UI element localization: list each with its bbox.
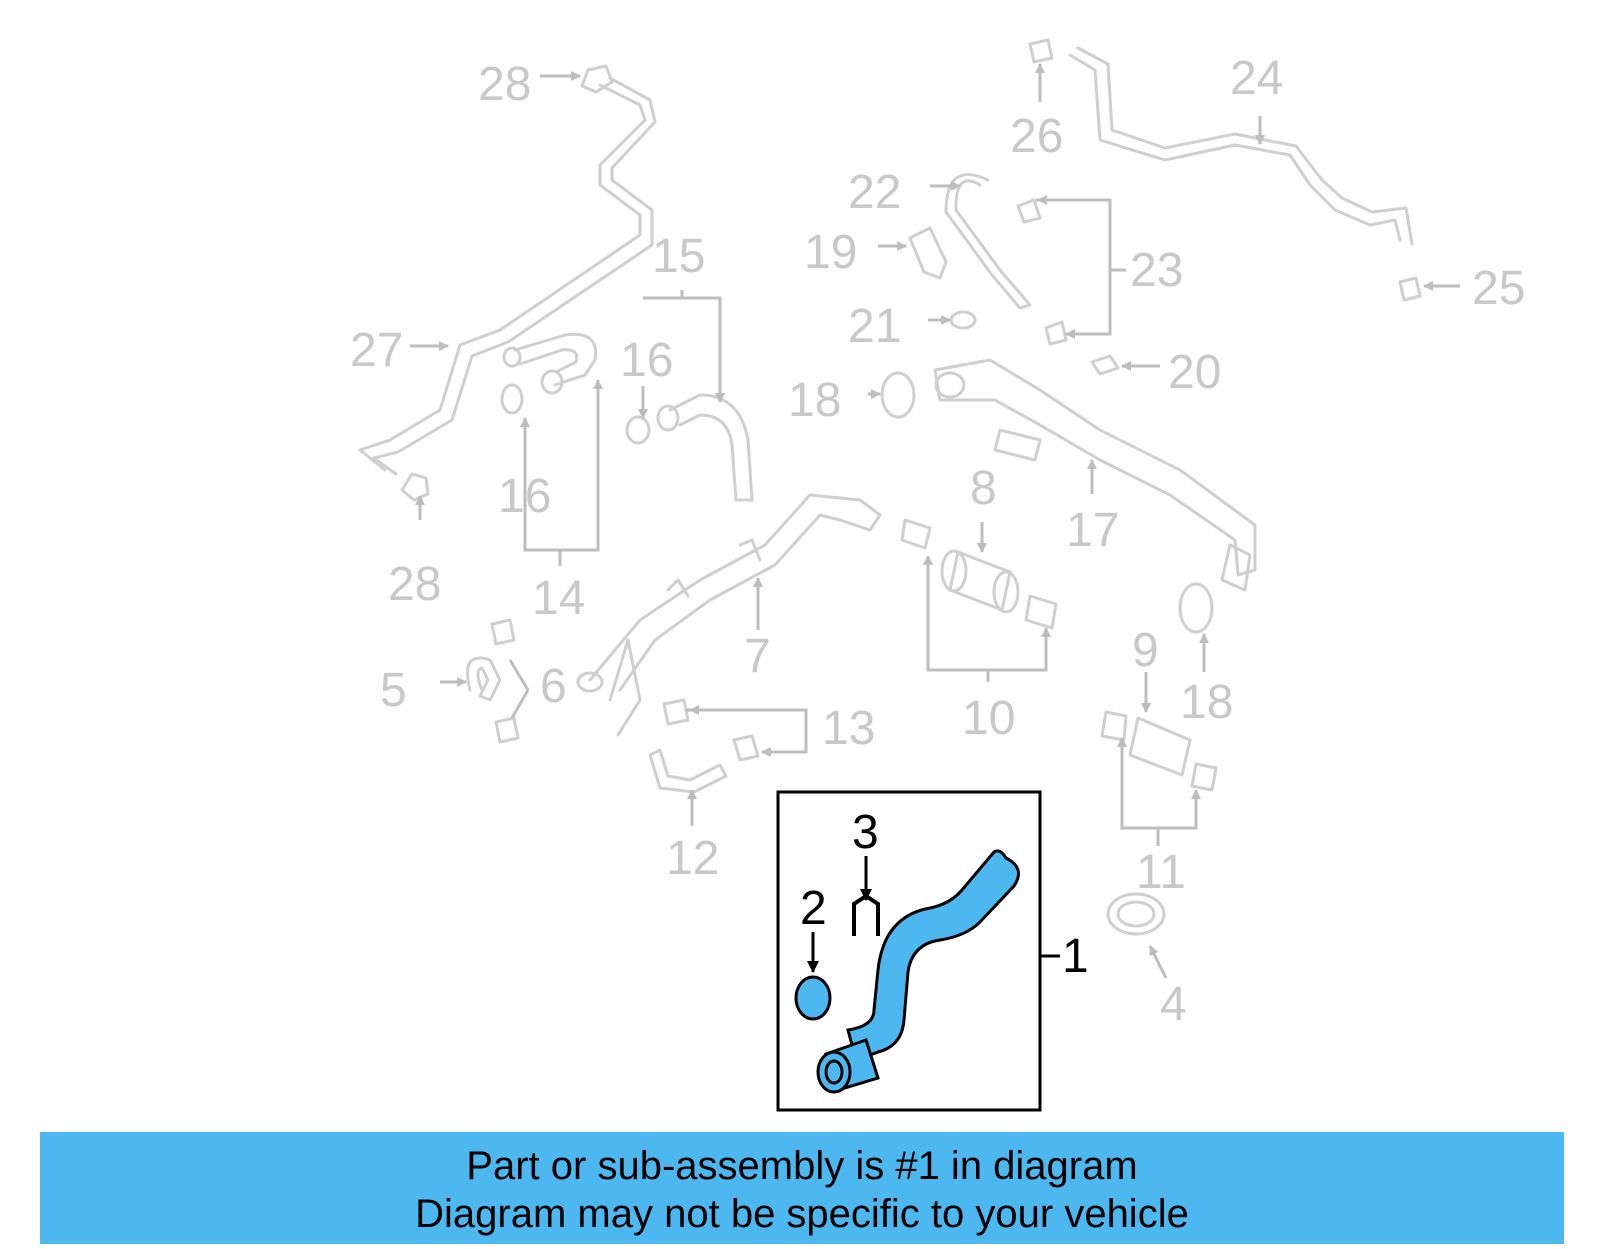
clamp-26: [1028, 38, 1054, 64]
callout-11: 11: [1136, 846, 1186, 899]
pipe-27: [358, 83, 647, 472]
callout-19: 19: [804, 226, 857, 279]
o-ring-16b: [625, 415, 651, 445]
o-ring-2: [794, 975, 832, 1021]
clamp-23b: [1044, 320, 1068, 346]
callout-5: 5: [380, 664, 407, 717]
clamp-4: [1106, 892, 1166, 936]
callout-18b: 18: [1180, 676, 1233, 729]
coupling-9: [1128, 716, 1192, 777]
callout-26: 26: [1010, 110, 1063, 163]
hose-1: [846, 849, 1020, 1062]
hose-12: [648, 748, 728, 794]
clamp-6a: [490, 618, 516, 646]
callout-10: 10: [962, 692, 1015, 745]
callout-2: 2: [800, 882, 827, 935]
callout-16a: 16: [498, 470, 551, 523]
clamp-13b: [732, 734, 760, 762]
callout-28b: 28: [388, 558, 441, 611]
callout-16b: 16: [620, 334, 673, 387]
o-ring-16a: [500, 383, 524, 415]
clip-20: [1090, 354, 1120, 376]
hose-15: [668, 393, 754, 502]
hose-22: [944, 172, 1032, 310]
clamp-6b: [494, 716, 520, 744]
callout-4: 4: [1160, 978, 1187, 1031]
clamp-11a: [1100, 710, 1128, 742]
clip-3: [852, 893, 880, 936]
callout-7: 7: [744, 630, 771, 683]
banner-line-1: Part or sub-assembly is #1 in diagram: [466, 1144, 1138, 1188]
callout-25: 25: [1472, 262, 1525, 315]
highlight-box-group: 1 3 2: [776, 790, 1089, 1112]
pipe-7: [588, 493, 882, 692]
sensor-19: [908, 226, 948, 280]
callout-18a: 18: [788, 374, 841, 427]
pipe-24: [1068, 53, 1402, 242]
ghost-leaders: [410, 63, 1460, 979]
clamp-10b: [1024, 594, 1058, 630]
callout-17: 17: [1066, 504, 1119, 557]
clamp-10a: [900, 518, 932, 550]
callout-28a: 28: [478, 58, 531, 111]
callout-6: 6: [540, 660, 567, 713]
callout-13: 13: [822, 702, 875, 755]
callout-22: 22: [848, 166, 901, 219]
ghost-labels: 28 28 27 14 16 16 15 7 8 10 17 18 18 9 1…: [350, 52, 1525, 1031]
o-ring-18b: [1178, 582, 1214, 634]
coupling-8: [948, 550, 1012, 612]
info-banner: Part or sub-assembly is #1 in diagram Di…: [40, 1132, 1564, 1244]
clamp-25: [1398, 276, 1422, 302]
callout-24: 24: [1230, 52, 1283, 105]
pipe-17: [933, 358, 1257, 577]
hose-5: [466, 656, 502, 702]
clamp-28-top: [580, 64, 614, 94]
callout-14: 14: [532, 572, 585, 625]
clamp-23a: [1016, 198, 1042, 224]
callout-1: 1: [1062, 930, 1089, 983]
callout-3: 3: [852, 806, 879, 859]
hose-14: [513, 332, 598, 387]
clamp-13a: [662, 698, 690, 726]
callout-9: 9: [1132, 624, 1159, 677]
highlight-box: [776, 790, 1042, 1112]
callout-20: 20: [1168, 346, 1221, 399]
callout-8: 8: [970, 462, 997, 515]
banner-line-2: Diagram may not be specific to your vehi…: [415, 1192, 1189, 1236]
callout-23: 23: [1130, 244, 1183, 297]
callout-15: 15: [652, 230, 705, 283]
callout-27: 27: [350, 324, 403, 377]
o-ring-21: [949, 310, 977, 330]
clamp-11b: [1190, 762, 1218, 792]
callout-21: 21: [848, 300, 901, 353]
o-ring-18a: [880, 371, 916, 419]
clamp-28-bottom: [400, 472, 430, 502]
callout-12: 12: [666, 832, 719, 885]
